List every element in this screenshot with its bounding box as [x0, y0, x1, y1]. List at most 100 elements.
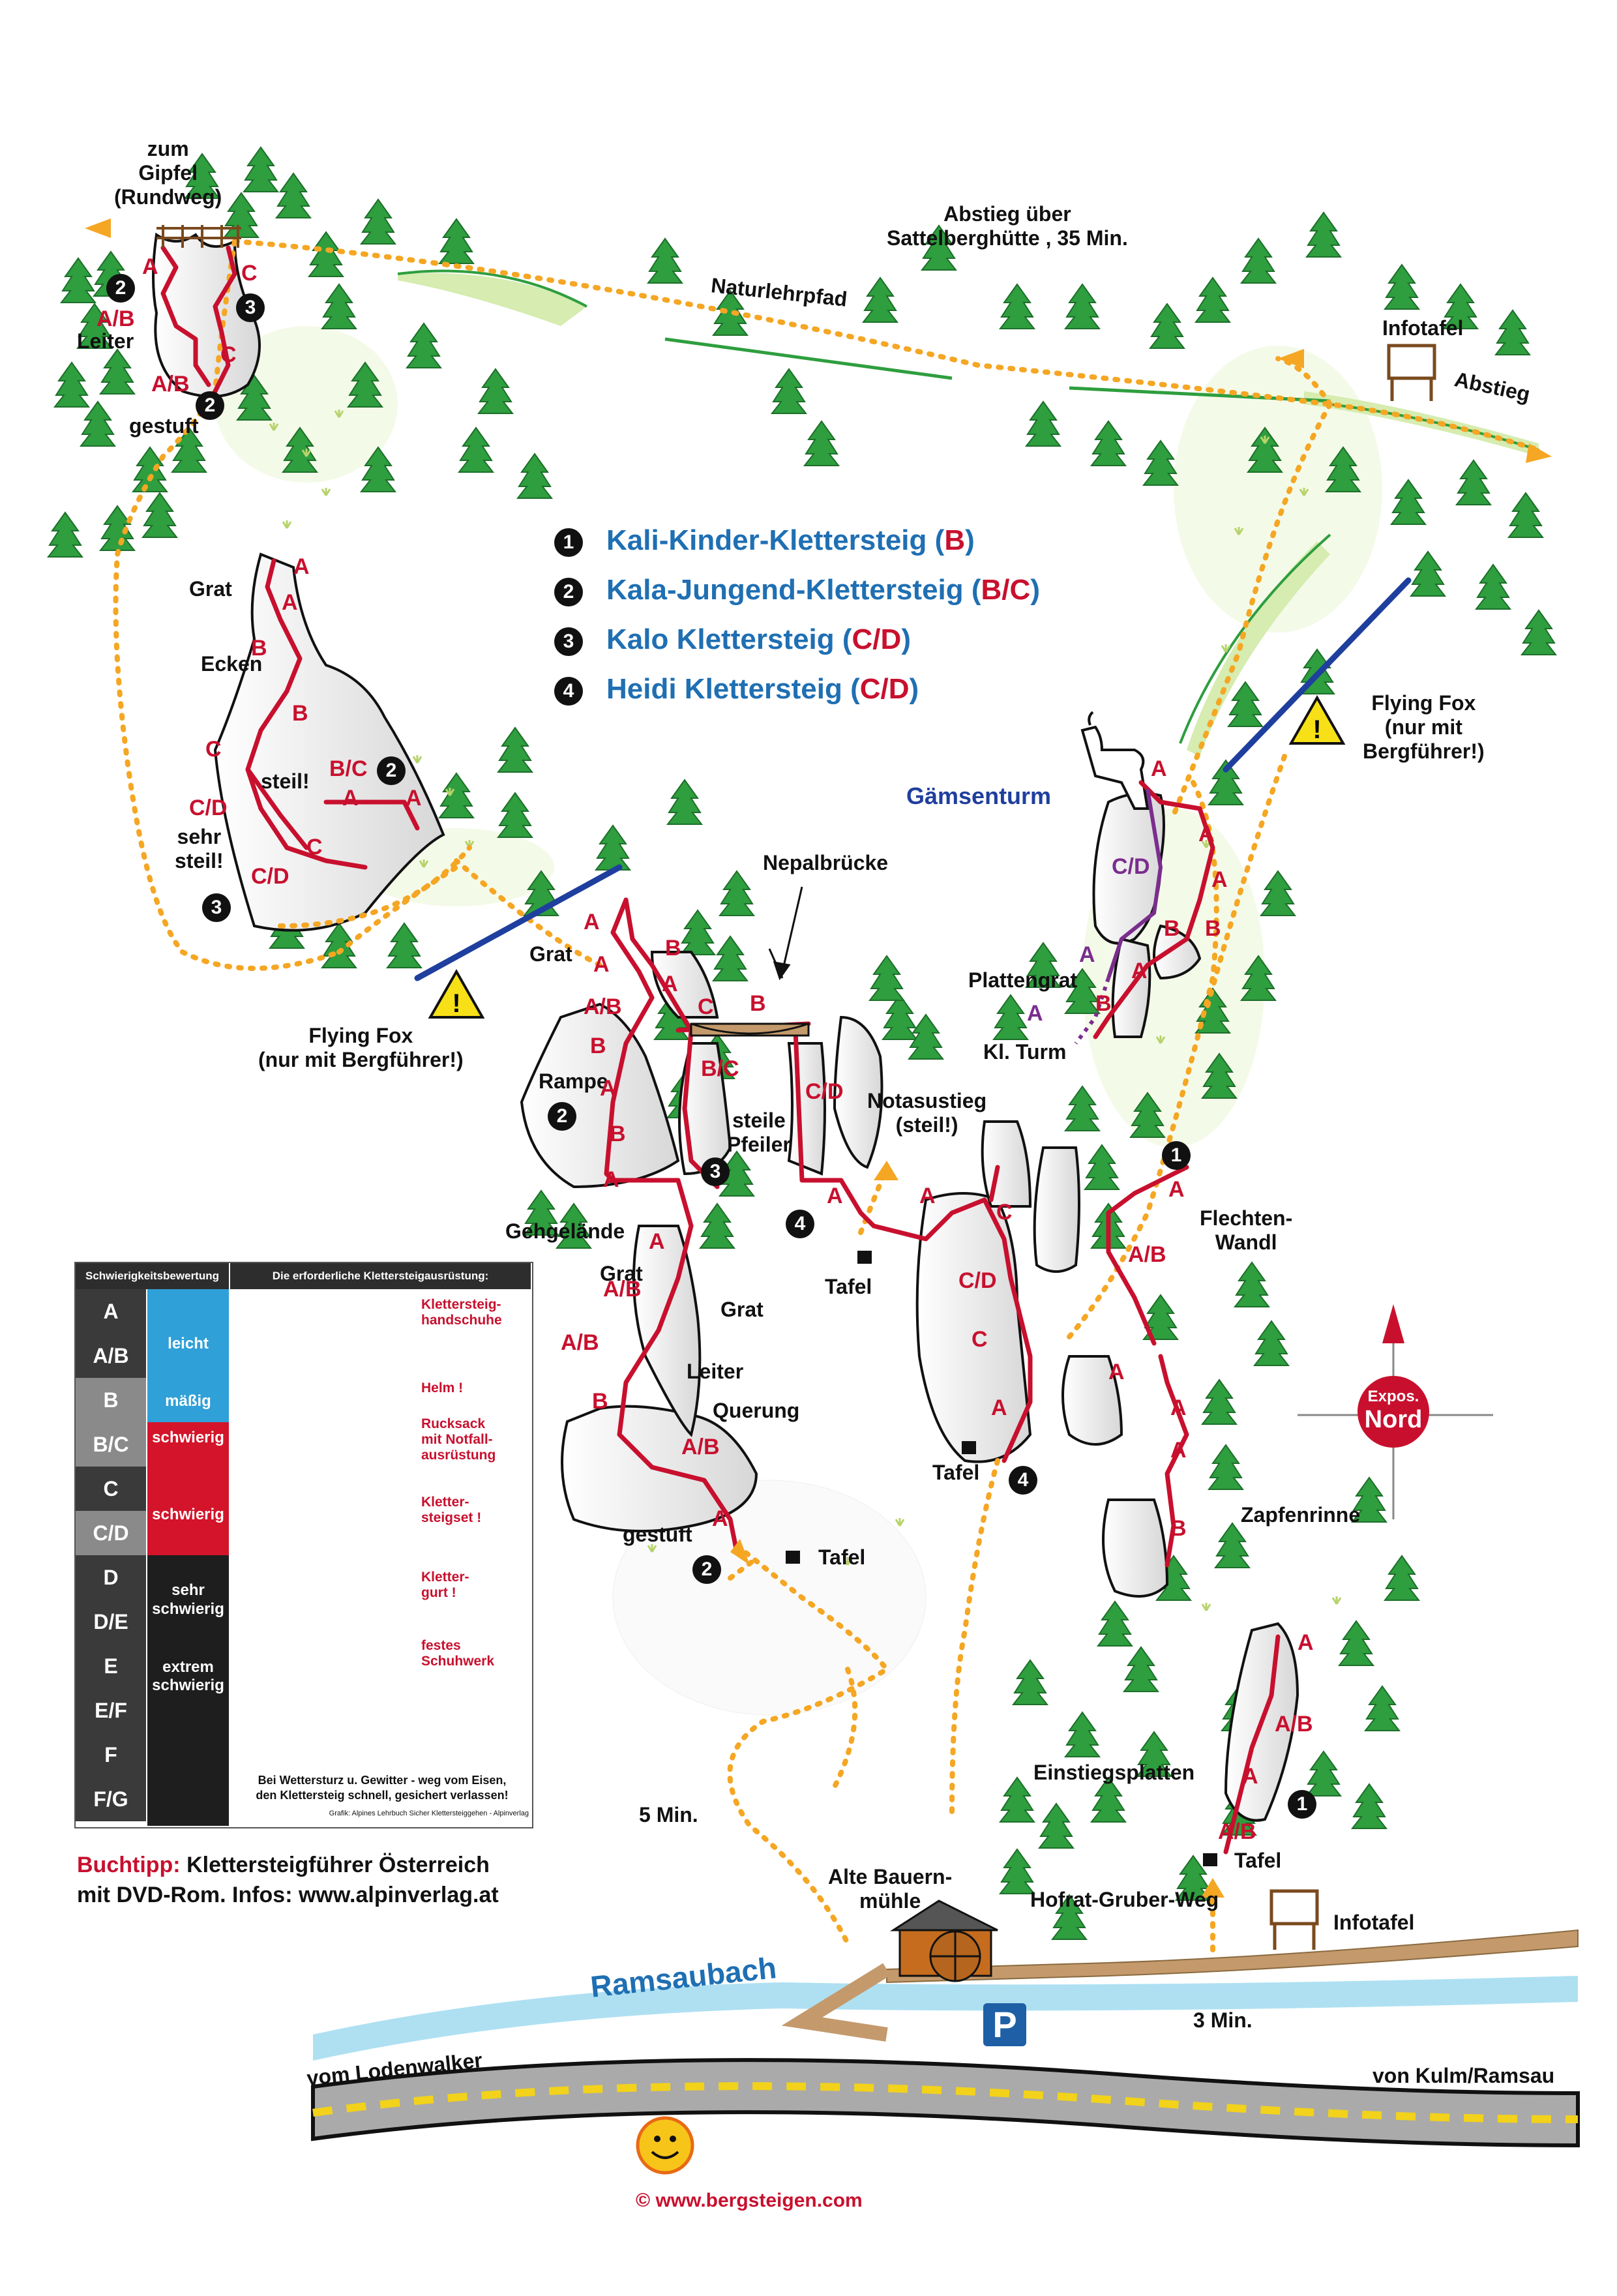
nord-text: Nord	[1364, 1406, 1423, 1433]
route-badge-2: 2	[196, 391, 224, 420]
grade-label: A/B	[603, 1277, 642, 1302]
route-badge-4: 4	[786, 1210, 814, 1238]
legend-route-grade: C/D	[859, 673, 910, 705]
grade-label: A	[406, 786, 422, 811]
panel-header-left: Schwierigkeitsbewertung	[76, 1263, 229, 1289]
gear-shoes: festes Schuhwerk	[421, 1638, 495, 1669]
route-number-badge: 1	[554, 528, 583, 557]
legend-route-grade: B	[944, 524, 966, 556]
flying-fox-right-label: Flying Fox (nur mit Bergführer!)	[1363, 691, 1485, 763]
grade-label: A	[603, 1167, 619, 1192]
grade-label: B	[592, 1389, 608, 1414]
grat-label: Grat	[189, 577, 232, 601]
grade-label: C	[996, 1200, 1013, 1225]
grade-label: C/D	[251, 864, 289, 889]
grade-cell: E/F	[76, 1688, 146, 1733]
grade-label: A	[991, 1395, 1007, 1420]
grade-label: C	[698, 994, 714, 1019]
three-min-label: 3 Min.	[1193, 2008, 1253, 2032]
infotafel-bottom-label: Infotafel	[1333, 1911, 1415, 1934]
grade-label: B	[750, 991, 766, 1016]
grade-label: A	[649, 1229, 665, 1254]
category-label: leicht	[168, 1335, 209, 1352]
svg-text:!: !	[452, 989, 460, 1018]
grade-cell: C/D	[76, 1511, 146, 1555]
grade-label: A	[342, 786, 359, 811]
grade-label: A	[1151, 756, 1167, 781]
hofrat-gruber-weg-label: Hofrat-Gruber-Weg	[1030, 1888, 1219, 1911]
grade-cell: B/C	[76, 1422, 146, 1467]
route-2-left	[245, 558, 368, 870]
grade-label: A/B	[151, 372, 190, 396]
route-number-badge: 3	[554, 627, 583, 656]
grade-label: B	[590, 1034, 606, 1058]
violet-route	[1074, 788, 1163, 1045]
grade-label: C	[306, 835, 323, 859]
sun-logo-icon	[636, 2116, 694, 2175]
route-badge-4: 4	[1009, 1466, 1037, 1495]
route-3-top	[160, 245, 211, 387]
route-2-left-b	[323, 799, 420, 831]
category-label: schwierig	[152, 1506, 224, 1523]
plattengrat-label: Plattengrat	[968, 968, 1078, 992]
grade-label: C	[220, 342, 237, 367]
summit-fence	[156, 225, 241, 248]
grade-label: A	[593, 952, 610, 977]
leiter-mid-label: Leiter	[687, 1360, 744, 1383]
grade-cell: D/E	[76, 1600, 146, 1644]
grat-lower-label: Grat	[600, 1262, 643, 1285]
grade-label: A	[1298, 1630, 1314, 1655]
grade-label: A/B	[561, 1330, 599, 1355]
tafel-markers	[786, 1251, 1217, 1866]
grade-label: A	[1108, 1360, 1125, 1384]
grade-cell: A	[76, 1289, 146, 1334]
route-mid-left	[604, 897, 739, 1555]
leiter-label: Leiter	[77, 329, 134, 353]
tafel-label: Tafel	[825, 1275, 872, 1298]
tafel-label: Tafel	[932, 1461, 980, 1484]
grade-label: A	[1131, 959, 1148, 983]
grade-label: A	[293, 554, 310, 579]
route-badge-1: 1	[1162, 1141, 1191, 1170]
gear-backpack: Rucksack mit Notfall- ausrüstung	[421, 1416, 496, 1463]
route-3-left-c	[245, 767, 309, 850]
route-heidi-upper	[988, 1165, 1000, 1202]
grade-label: A	[1027, 1001, 1043, 1026]
pointer-arrow	[773, 886, 803, 981]
route-badge-3: 3	[236, 293, 265, 322]
grade-label: A/B	[96, 306, 135, 331]
nepalbruecke-label: Nepalbrücke	[763, 851, 889, 874]
category-label: mäßig	[165, 1392, 211, 1410]
grade-label: B	[251, 636, 267, 661]
grade-label: A	[584, 910, 600, 934]
grade-cell: A/B	[76, 1334, 146, 1378]
ecken-label: Ecken	[201, 652, 263, 676]
grade-label: A	[1198, 822, 1215, 846]
book-tip-line1: Klettersteigführer Österreich	[180, 1853, 490, 1877]
grade-label: B	[292, 701, 308, 726]
steile-pfeiler-label: steile Pfeiler	[727, 1109, 791, 1156]
gear-harness: Kletter- gurt !	[421, 1570, 469, 1601]
gear-helmet: Helm !	[421, 1380, 464, 1395]
category-label: extrem schwierig	[152, 1658, 224, 1695]
legend-route-name: Kali-Kinder-Klettersteig	[606, 524, 927, 556]
category-hard: schwierig schwierig	[147, 1422, 229, 1555]
route-badge-2: 2	[692, 1555, 721, 1584]
route-badge-1: 1	[1288, 1790, 1316, 1819]
grat-lower2-label: Grat	[720, 1298, 764, 1321]
route-1-upper	[1106, 1165, 1189, 1346]
alte-bauernmuehle-label: Alte Bauern- mühle	[828, 1865, 953, 1913]
descent-label: Abstieg über Sattelberghütte , 35 Min.	[887, 202, 1128, 250]
sehr-steil-label: sehr steil!	[175, 825, 224, 872]
grade-label: A	[1170, 1438, 1187, 1463]
route-badge-2: 2	[548, 1102, 576, 1131]
grade-label: B	[1095, 991, 1112, 1016]
route-3-top-right	[213, 245, 237, 394]
route-1-lower	[1158, 1354, 1189, 1568]
category-easy: leicht mäßig	[147, 1289, 229, 1422]
legend-route-grade: B/C	[981, 574, 1031, 606]
grade-cell: F/G	[76, 1777, 146, 1821]
grade-label: A/B	[584, 994, 622, 1019]
tafel-label: Tafel	[1234, 1849, 1282, 1872]
